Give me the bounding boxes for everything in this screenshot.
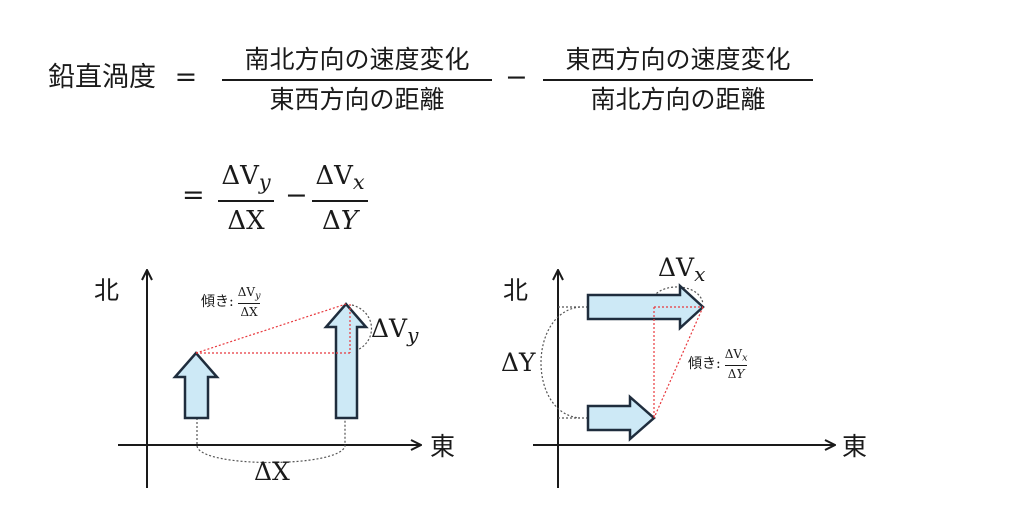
fraction-term2-denominator: 南北方向の距離 <box>590 85 766 114</box>
right-slope-fraction: ΔVx ΔY <box>724 347 748 381</box>
right-north-label: 北 <box>503 276 529 305</box>
left-dx-brace <box>196 418 346 464</box>
left-slope-fraction: ΔVy ΔX <box>237 285 261 319</box>
fraction-term1-numerator: 南北方向の速度変化 <box>244 45 470 74</box>
fraction-dvy-numerator: ΔVy <box>221 161 271 195</box>
fraction-dx-denominator: ΔX <box>227 205 265 236</box>
minus-sign-2: − <box>285 180 308 211</box>
right-long-arrow <box>586 283 705 331</box>
left-dx-label: ΔX <box>254 457 290 486</box>
fraction-term1: 南北方向の速度変化 東西方向の距離 <box>222 47 492 112</box>
fraction-term2-numerator: 東西方向の速度変化 <box>565 45 791 74</box>
left-tall-arrow <box>323 302 369 420</box>
fraction-dvy-dx: ΔVy ΔX <box>218 163 274 234</box>
right-dy-label: ΔY <box>501 348 536 377</box>
fraction-bar <box>218 199 274 202</box>
left-slope-annotation: 傾き: ΔVy ΔX <box>201 285 261 319</box>
fraction-bar <box>222 79 492 81</box>
right-east-label: 東 <box>842 432 868 461</box>
fraction-term1-denominator: 東西方向の距離 <box>269 85 445 114</box>
right-short-arrow <box>586 394 656 442</box>
left-dvy-label: ΔVy <box>371 314 419 347</box>
left-short-arrow <box>172 351 220 420</box>
fraction-term2: 東西方向の速度変化 南北方向の距離 <box>543 47 813 112</box>
fraction-dvx-numerator: ΔVx <box>315 161 365 195</box>
minus-sign: − <box>505 62 528 93</box>
equals-sign: = <box>174 62 198 93</box>
right-dvx-label: ΔVx <box>658 253 706 286</box>
fraction-bar <box>312 199 368 202</box>
right-slope-line <box>653 306 704 419</box>
fraction-bar <box>543 79 813 81</box>
left-north-label: 北 <box>94 276 120 305</box>
right-dy-brace <box>540 306 581 419</box>
equals-sign-2: = <box>182 180 205 211</box>
fraction-dvx-dy: ΔVx ΔY <box>312 163 368 234</box>
fraction-dy-denominator: ΔY <box>322 205 358 236</box>
right-slope-annotation: 傾き: ΔVx ΔY <box>688 347 748 381</box>
left-east-label: 東 <box>430 432 456 461</box>
formula-lhs: 鉛直渦度 = <box>48 62 198 93</box>
left-dvy-brace <box>351 304 373 353</box>
